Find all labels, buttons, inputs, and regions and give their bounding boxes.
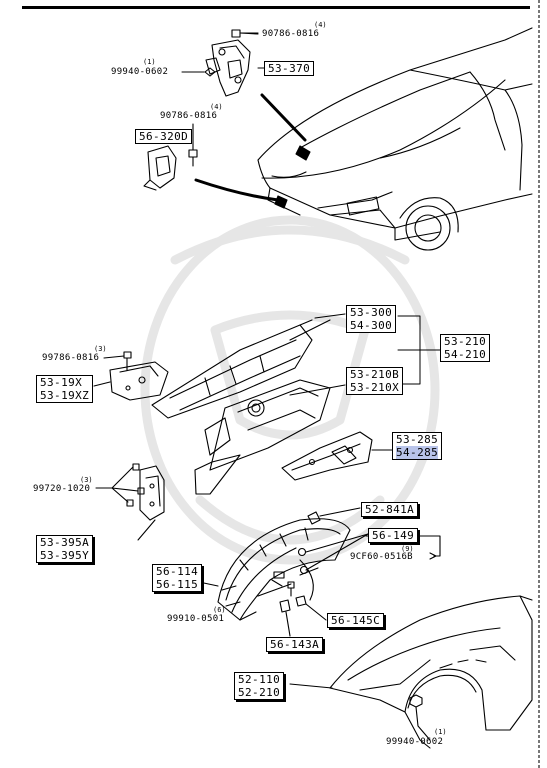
bolt-bracket (188, 123, 198, 167)
qty-screw-liner: (6) (213, 606, 226, 614)
part-box-apron-lower[interactable]: 53-210B 53-210X (346, 367, 404, 395)
part-box-clip-top[interactable]: 52-841A (361, 502, 419, 517)
qty-bolt-hinge: (4) (314, 21, 327, 29)
qty-bolt-bracket: (4) (210, 103, 223, 111)
clip-top-part (307, 507, 361, 525)
brace-part (281, 431, 373, 481)
part-box-hinge[interactable]: 53-370 (264, 61, 315, 76)
clip-liner-part (295, 595, 327, 621)
qty-rivet-code: (9) (401, 545, 414, 553)
qty-nut-hinge: (1) (143, 58, 156, 66)
qty-bolt-side: (3) (80, 476, 93, 484)
part-box-pillar-plate[interactable]: 53-395A 53-395Y (36, 535, 94, 563)
label-bolt-gusset[interactable]: 99786-0816 (42, 353, 100, 363)
label-bolt-side[interactable]: 99720-1020 (33, 484, 91, 494)
fender-part (329, 595, 533, 749)
part-box-bracket[interactable]: 56-320D (135, 129, 193, 144)
nut-fender (409, 694, 431, 741)
hinge-part (205, 39, 251, 97)
apron-part (151, 313, 346, 495)
part-box-clip-bottom[interactable]: 56-143A (266, 637, 324, 652)
liner-part (217, 518, 351, 621)
part-box-fender[interactable]: 52-110 52-210 (234, 672, 285, 700)
qty-nut-fender: (1) (434, 728, 447, 736)
clip-bottom-part (279, 599, 291, 637)
bolt-gusset (123, 351, 132, 359)
right-page-edge (538, 0, 540, 768)
screw-liner (239, 581, 295, 621)
part-box-brace[interactable]: 53-285 54-285 (392, 432, 443, 460)
nut-hinge-icon (204, 67, 216, 77)
label-screw-liner[interactable]: 99910-0501 (167, 614, 225, 624)
label-bolt-hinge[interactable]: 90786-0816 (262, 29, 320, 39)
part-box-apron-upper[interactable]: 53-300 54-300 (346, 305, 397, 333)
qty-bolt-gusset: (3) (94, 345, 107, 353)
side-plate-part (139, 465, 165, 521)
part-box-apron-asm[interactable]: 53-210 54-210 (440, 334, 491, 362)
label-bolt-bracket[interactable]: 90786-0816 (160, 111, 218, 121)
car-drawing (257, 27, 533, 251)
rivet-part (297, 533, 369, 576)
arrow-to-bracket (194, 178, 280, 202)
top-border (22, 6, 530, 9)
part-box-liner[interactable]: 56-114 56-115 (152, 564, 203, 592)
label-nut-fender[interactable]: 99940-0602 (386, 737, 444, 747)
label-rivet-code[interactable]: 9CF60-0516B (350, 552, 413, 562)
label-nut-hinge[interactable]: 99940-0602 (111, 67, 169, 77)
part-box-gusset[interactable]: 53-19X 53-19XZ (36, 375, 94, 403)
part-box-rivet[interactable]: 56-149 (368, 528, 419, 543)
arrow-to-hinge (260, 93, 307, 142)
gusset-part (109, 361, 169, 401)
bracket-part (143, 145, 177, 191)
part-box-clip-liner[interactable]: 56-145C (327, 613, 385, 628)
